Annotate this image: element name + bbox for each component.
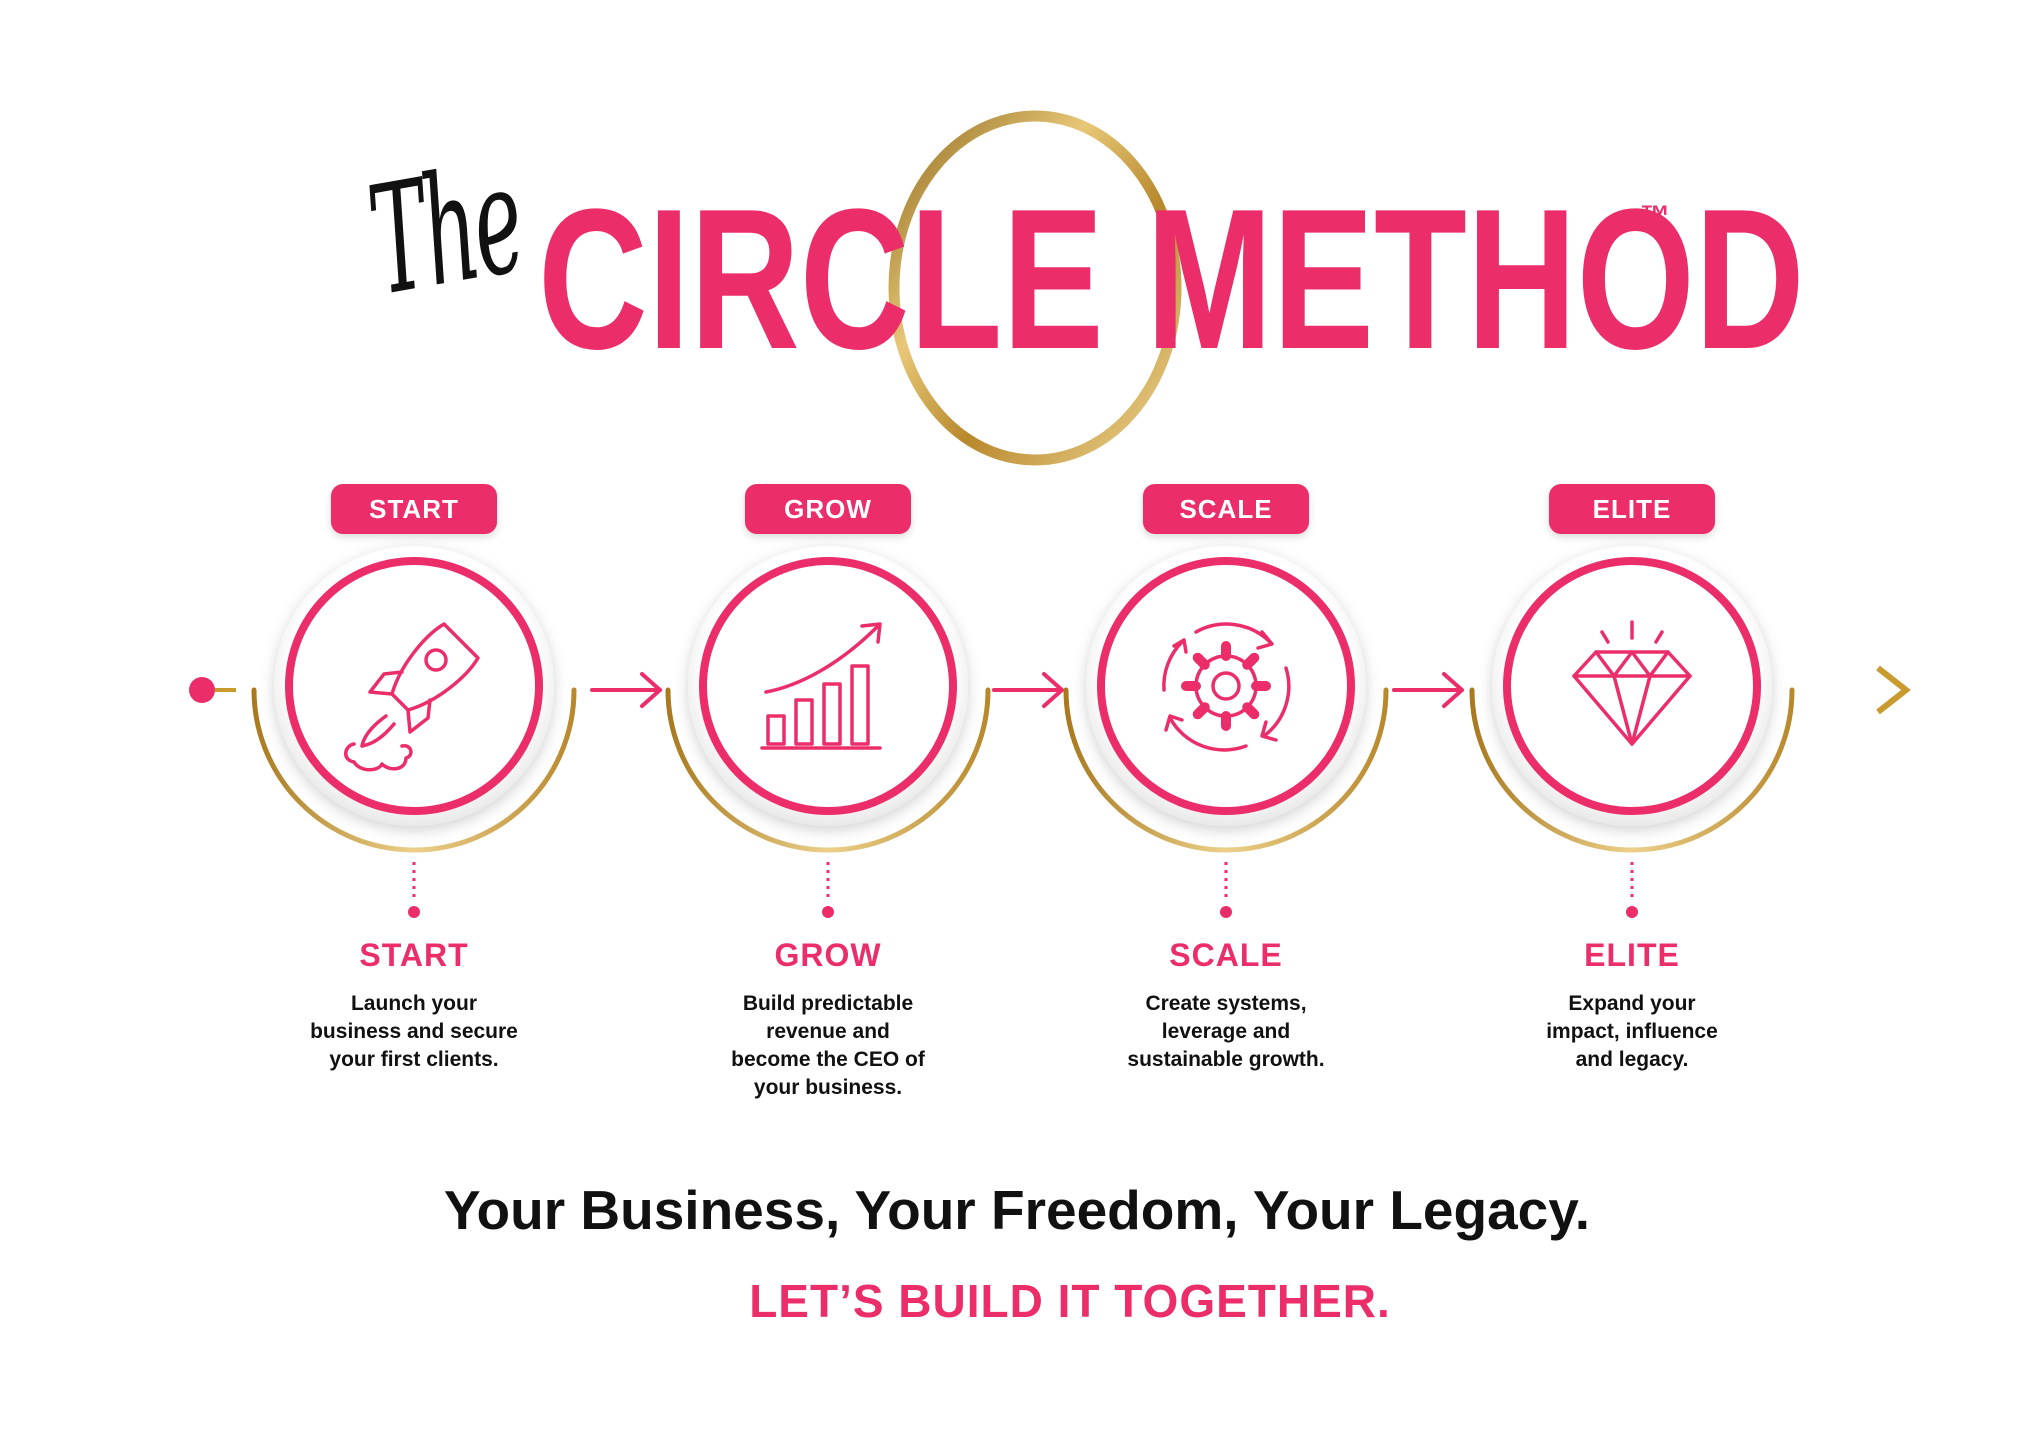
step-description-grow: Build predictable revenue and become the C… [678,990,978,1102]
step-description-line: your first clients. [329,1048,499,1071]
step-description-line: sustainable growth. [1127,1048,1325,1071]
step-description-line: become the CEO of [731,1048,925,1071]
step-description-line: Expand your [1568,992,1696,1015]
gold-ring-decoration [888,110,1182,466]
gold-arc-1 [251,687,577,853]
step-ring-4 [1503,557,1761,815]
step-ring-1 [285,557,543,815]
step-title-start: START [359,937,469,973]
step-pill-grow: GROW [745,484,911,534]
rocket-icon [344,622,480,772]
connector-dot-2 [822,906,834,918]
step-pill-elite: ELITE [1549,484,1715,534]
process-flow [189,546,1911,918]
step-description-scale: Create systems, leverage and sustainable g… [1076,990,1376,1074]
connector-dot-1 [408,906,420,918]
trademark-symbol: ™ [1640,200,1670,233]
step-pill-scale: SCALE [1143,484,1309,534]
step-title-scale: SCALE [1169,937,1283,973]
arrow-connector-1 [590,672,662,708]
call-to-action: LET’S BUILD IT TOGETHER. [749,1275,1391,1327]
step-pill-start: START [331,484,497,534]
step-title-grow: GROW [774,937,882,973]
step-description-line: revenue and [766,1020,890,1043]
diamond-icon [1572,620,1692,746]
gold-arc-4 [1469,687,1795,853]
step-title-elite: ELITE [1584,937,1680,973]
growth-chart-icon [760,622,882,750]
step-description-line: business and secure [310,1020,518,1043]
step-description-line: Launch your [350,992,477,1015]
arrow-connector-3 [1392,672,1464,708]
step-description-line: leverage and [1161,1020,1291,1043]
step-description-start: Launch your business and secure your first… [264,990,564,1074]
step-description-line: and legacy. [1575,1048,1689,1071]
step-description-line: Create systems, [1145,992,1307,1015]
gold-arc-2 [665,687,991,853]
tagline: Your Business, Your Freedom, Your Legacy… [443,1179,1591,1241]
gear-cycle-icon [1162,622,1291,752]
step-ring-2 [699,557,957,815]
connector-dot-3 [1220,906,1232,918]
gold-arrow-head [1876,665,1911,715]
step-description-line: impact, influence [1546,1020,1718,1043]
step-description-elite: Expand your impact, influence and legacy. [1482,990,1782,1074]
arrow-connector-2 [992,672,1064,708]
start-dot [189,677,215,703]
gold-arc-3 [1063,687,1389,853]
step-description-line: Build predictable [742,992,914,1015]
connector-dot-4 [1626,906,1638,918]
step-ring-3 [1097,557,1355,815]
step-description-line: your business. [753,1076,903,1099]
